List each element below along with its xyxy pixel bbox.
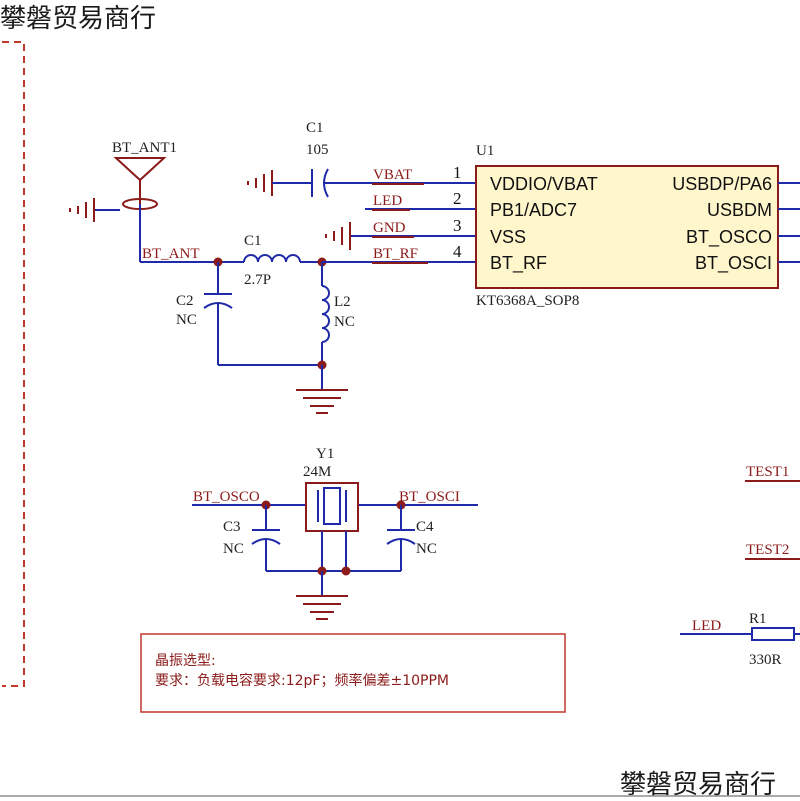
c3-value: NC bbox=[223, 541, 244, 557]
y1-crystal bbox=[305, 482, 359, 571]
u1-chip-body bbox=[475, 165, 779, 289]
r1-resistor bbox=[751, 627, 795, 641]
gnd-net-label: GND bbox=[373, 220, 406, 236]
y1-ref: Y1 bbox=[316, 446, 334, 462]
c2-value: NC bbox=[176, 312, 197, 328]
antenna-ground-symbol bbox=[69, 198, 120, 222]
l2-ref: L2 bbox=[334, 294, 351, 310]
u1-pin-name: PB1/ADC7 bbox=[490, 200, 577, 220]
crystal-note-title: 晶振选型: bbox=[155, 653, 216, 669]
bt-ant-net-label: BT_ANT bbox=[142, 246, 200, 262]
watermark-bottom: 攀磐贸易商行 bbox=[620, 770, 777, 800]
u1-pin-name: BT_OSCI bbox=[695, 253, 772, 274]
c3-ref: C3 bbox=[223, 519, 241, 535]
u1-pin-name: BT_RF bbox=[490, 253, 547, 274]
rf-ground-symbol bbox=[296, 365, 348, 414]
pin-number: 2 bbox=[453, 189, 462, 208]
pin-number: 3 bbox=[453, 216, 462, 235]
test1-label: TEST1 bbox=[746, 464, 789, 480]
led-net-label: LED bbox=[373, 193, 402, 209]
y1-value: 24M bbox=[303, 464, 331, 480]
c4-ref: C4 bbox=[416, 519, 434, 535]
left-boundary bbox=[2, 41, 25, 687]
antenna-ref: BT_ANT1 bbox=[112, 140, 177, 156]
u1-pin-name: BT_OSCO bbox=[686, 227, 772, 248]
series-inductor bbox=[243, 254, 322, 263]
c2-capacitor bbox=[203, 262, 322, 366]
watermark-top: 攀磐贸易商行 bbox=[0, 4, 157, 34]
u1-part: KT6368A_SOP8 bbox=[476, 293, 579, 309]
c4-value: NC bbox=[416, 541, 437, 557]
vbat-net-label: VBAT bbox=[373, 167, 412, 183]
crystal-note-box bbox=[140, 633, 566, 713]
series-inductor-ref: C1 bbox=[244, 233, 262, 249]
c1-value: 105 bbox=[306, 142, 329, 158]
pin-number: 4 bbox=[453, 242, 462, 261]
l2-value: NC bbox=[334, 314, 355, 330]
c3-capacitor bbox=[251, 505, 281, 571]
u1-pin-name: VDDIO/VBAT bbox=[490, 174, 598, 194]
u1-ref: U1 bbox=[476, 143, 494, 159]
r1-ref: R1 bbox=[749, 611, 767, 627]
l2-inductor bbox=[321, 262, 330, 365]
c2-ref: C2 bbox=[176, 293, 194, 309]
u1-pin-name: USBDP/PA6 bbox=[672, 174, 772, 194]
crystal-note-body: 要求：负载电容要求:12pF；频率偏差±10PPM bbox=[155, 672, 449, 689]
pin-number: 1 bbox=[453, 163, 462, 182]
u1-pin-name: VSS bbox=[490, 227, 526, 247]
r1-value: 330R bbox=[749, 652, 782, 668]
test2-label: TEST2 bbox=[746, 542, 789, 558]
u1-pin-name: USBDM bbox=[707, 200, 772, 220]
led-net-label-r1: LED bbox=[692, 618, 721, 634]
antenna-symbol bbox=[113, 157, 167, 262]
c1-ref: C1 bbox=[306, 120, 324, 136]
bt-osci-net-label: BT_OSCI bbox=[399, 489, 460, 505]
bt-rf-net-label: BT_RF bbox=[373, 246, 418, 262]
junction-dot bbox=[341, 566, 351, 576]
bt-osco-net-label: BT_OSCO bbox=[193, 489, 260, 505]
series-inductor-value: 2.7P bbox=[244, 272, 271, 288]
crystal-ground-symbol bbox=[296, 571, 348, 620]
c4-capacitor bbox=[386, 505, 416, 571]
c1-decoupling-capacitor bbox=[247, 168, 475, 198]
